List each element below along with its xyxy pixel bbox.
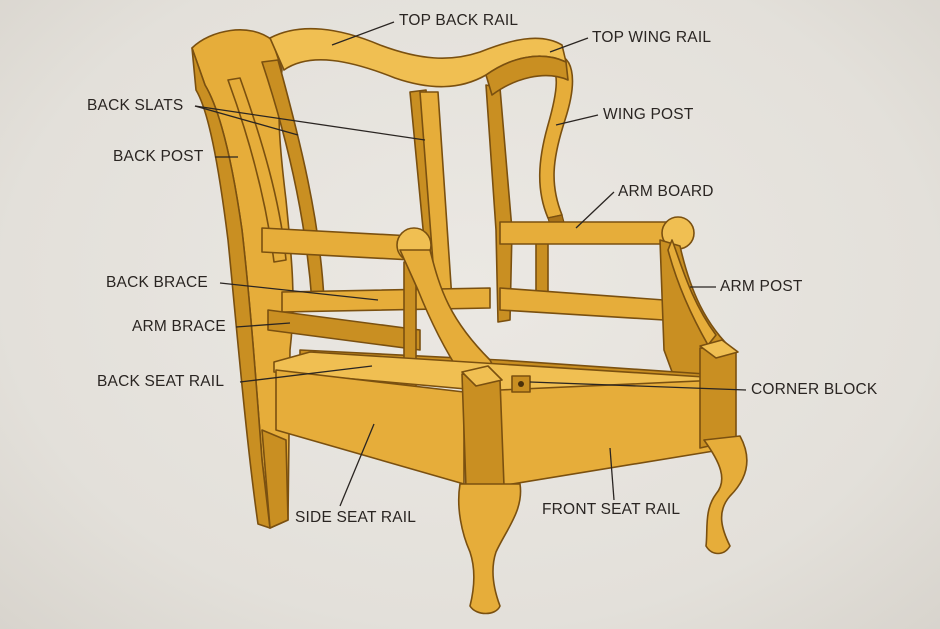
leader-back-seat-rail: [239, 365, 373, 383]
label-arm-board: ARM BOARD: [618, 183, 714, 200]
label-arm-post: ARM POST: [720, 278, 803, 295]
right-arm-board: [499, 221, 673, 245]
back-slat-left: [227, 77, 287, 263]
label-front-seat-rail: FRONT SEAT RAIL: [542, 501, 681, 518]
leader-side-seat-rail: [339, 423, 375, 507]
leader-back-slats-a: [194, 105, 299, 136]
right-back-post: [485, 84, 513, 323]
front-right-corner-post: [699, 347, 737, 449]
front-seat-rail: [499, 379, 721, 487]
back-brace: [281, 287, 491, 313]
right-arm-brace: [499, 287, 665, 321]
leader-back-brace: [219, 282, 379, 301]
left-back-post-side: [191, 47, 271, 529]
label-top-wing-rail: TOP WING RAIL: [592, 29, 712, 46]
leader-corner-block: [529, 381, 747, 391]
front-left-corner-post: [461, 373, 505, 489]
corner-block-screw: [518, 381, 524, 387]
leader-arm-board: [575, 191, 615, 229]
label-side-seat-rail: SIDE SEAT RAIL: [295, 509, 417, 526]
leader-top-wing-rail: [549, 37, 589, 53]
front-right-leg: [703, 435, 748, 555]
leader-wing-post: [555, 114, 599, 126]
label-back-post: BACK POST: [113, 148, 204, 165]
leader-back-slats-b: [194, 105, 426, 141]
front-right-corner-top: [699, 339, 739, 359]
label-back-seat-rail: BACK SEAT RAIL: [97, 373, 225, 390]
label-corner-block: CORNER BLOCK: [751, 381, 878, 398]
leader-front-seat-rail: [609, 447, 615, 501]
top-wing-rail: [485, 55, 569, 96]
rear-left-leg: [261, 429, 289, 529]
top-back-rail: [269, 27, 567, 88]
label-back-brace: BACK BRACE: [106, 274, 208, 291]
label-back-slats: BACK SLATS: [87, 97, 184, 114]
left-arm-post: [399, 249, 497, 377]
label-wing-post: WING POST: [603, 106, 694, 123]
leader-top-back-rail: [331, 21, 395, 46]
arm-brace: [267, 309, 421, 351]
label-arm-brace: ARM BRACE: [132, 318, 226, 335]
front-left-leg: [457, 483, 522, 615]
leader-arm-brace: [235, 322, 291, 328]
label-top-back-rail: TOP BACK RAIL: [399, 12, 519, 29]
front-left-corner-top: [461, 365, 503, 387]
